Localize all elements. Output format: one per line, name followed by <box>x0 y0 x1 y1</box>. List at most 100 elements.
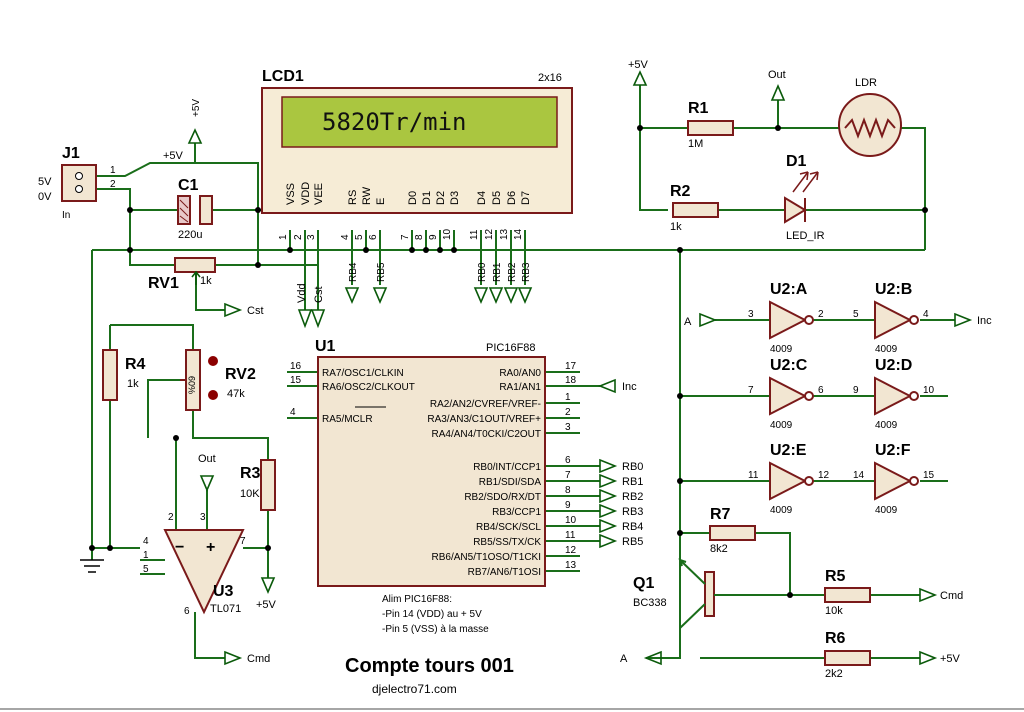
r6-value: 2k2 <box>825 668 843 680</box>
opamp-u3: − + U3 TL071 4 1 5 2 3 7 6 <box>143 512 246 617</box>
r5-value: 10k <box>825 605 843 617</box>
cmd-label-2: Cmd <box>940 590 963 602</box>
bus-arrow-icon <box>503 287 519 305</box>
gate-part: 4009 <box>770 420 793 431</box>
mcu-pin-name: RA0/AN0 <box>499 368 541 379</box>
mcu-u1: U1 PIC16F88 16RA7/OSC1/CLKIN15RA6/OSC2/C… <box>290 338 577 587</box>
u3-part: TL071 <box>210 603 241 615</box>
gate-ref: U2:C <box>770 357 808 374</box>
rb-arrow-icon <box>599 503 618 519</box>
cmd-label-1: Cmd <box>247 653 270 665</box>
j1-sub: In <box>62 210 70 221</box>
lcd-display-text: 5820Tr/min <box>322 108 467 136</box>
out-label-top: Out <box>768 69 786 81</box>
lcd-pin-number: 6 <box>368 234 379 240</box>
mcu-pin-number: 10 <box>565 515 577 526</box>
rb-label: RB3 <box>622 506 643 518</box>
gate-part: 4009 <box>875 344 898 355</box>
wires <box>91 85 955 659</box>
rv1-ref: RV1 <box>148 275 179 292</box>
rv2-wiper: %09 <box>187 376 197 394</box>
resistor-r7: R7 8k2 <box>709 506 756 555</box>
cst-label-2: Cst <box>313 287 325 304</box>
vplus-label-wire: +5V <box>163 150 184 162</box>
r3-ref: R3 <box>240 465 261 482</box>
vplus-symbol-j1: +5V +5V <box>163 99 203 162</box>
cmd-output-1: Cmd <box>224 650 270 666</box>
inc-label-gates: Inc <box>977 315 992 327</box>
connector-j1: J1 5V 0V In 1 2 <box>38 145 116 221</box>
lcd-pin-number: 12 <box>484 228 495 240</box>
u3-minus: − <box>175 539 184 556</box>
j1-label-0v: 0V <box>38 191 52 203</box>
lcd-pin-number: 3 <box>306 234 317 240</box>
bus-arrow-icon <box>488 287 504 305</box>
site-credit: djelectro71.com <box>372 682 457 696</box>
d1-type: LED_IR <box>786 230 825 242</box>
lcd-pin-number: 11 <box>469 229 480 240</box>
bus-arrow-icon <box>372 287 388 305</box>
mcu-pin-number: 18 <box>565 375 577 386</box>
lcd-pin-name: D1 <box>421 191 433 205</box>
inc-input-mcu: Inc <box>597 378 637 394</box>
diagram-title: Compte tours 001 <box>345 655 514 677</box>
mcu-pin-number: 3 <box>565 422 571 433</box>
mcu-right-pins: 17RA0/AN018RA1/AN11RA2/AN2/CVREF/VREF-2R… <box>427 361 576 578</box>
u3-pin1: 1 <box>143 550 149 561</box>
r6-ref: R6 <box>825 630 846 647</box>
a-label-1: A <box>684 316 692 328</box>
mcu-pin-name: RB3/CCP1 <box>492 507 541 518</box>
gate-ref: U2:E <box>770 442 807 459</box>
mcu-pin-number: 12 <box>565 545 577 556</box>
bus-label: RB1 <box>492 262 503 282</box>
u3-plus: + <box>206 539 215 556</box>
mcu-pin-name: RB5/SS/TX/CK <box>473 537 541 548</box>
q1-part: BC338 <box>633 597 667 609</box>
mcu-pin-number: 1 <box>565 392 571 403</box>
r3-value: 10K <box>240 488 260 500</box>
j1-ref: J1 <box>62 145 80 162</box>
r2-ref: R2 <box>670 183 691 200</box>
a-label-2: A <box>620 653 628 665</box>
gate-out-pin: 2 <box>818 309 824 320</box>
mcu-pin-name: RA4/AN4/T0CKI/C2OUT <box>432 429 541 440</box>
u3-pin3: 3 <box>200 512 206 523</box>
d1-ref: D1 <box>786 153 807 170</box>
lcd-pin-name: VSS <box>285 183 297 205</box>
lcd-pin-number: 4 <box>340 234 351 240</box>
note-line-3: -Pin 5 (VSS) à la masse <box>382 624 489 635</box>
mcu-pin-number: 2 <box>565 407 571 418</box>
mcu-pin-name: RA1/AN1 <box>499 382 541 393</box>
bus-label: RB4 <box>348 262 359 282</box>
lcd-pin-name: D6 <box>506 191 518 205</box>
gate-part: 4009 <box>875 420 898 431</box>
gate-in-pin: 5 <box>853 309 859 320</box>
mcu-pin-number: 16 <box>290 361 302 372</box>
rb-arrow-icon <box>599 488 618 504</box>
mcu-pin-number: 15 <box>290 375 302 386</box>
vplus-symbol-u3: +5V <box>256 577 277 611</box>
gate-out-pin: 6 <box>818 385 824 396</box>
gate-ref: U2:B <box>875 281 912 298</box>
out-label-opamp: Out <box>198 453 216 465</box>
bus-arrow-icon <box>517 287 533 305</box>
cst-label-1: Cst <box>247 305 264 317</box>
mcu-pin-name: RA2/AN2/CVREF/VREF- <box>430 399 541 410</box>
gate-in-pin: 14 <box>853 470 865 481</box>
rv1-value: 1k <box>200 275 212 287</box>
a-input-gates: A <box>684 312 718 328</box>
lcd-pin-number: 13 <box>499 228 510 240</box>
lcd-pin-number: 2 <box>293 234 304 240</box>
lcd-pin-name: D2 <box>435 191 447 205</box>
mcu-pin-name: RB2/SDO/RX/DT <box>464 492 541 503</box>
led-d1: D1 LED_IR <box>784 153 825 242</box>
j1-label-5v: 5V <box>38 176 52 188</box>
u1-part: PIC16F88 <box>486 342 536 354</box>
j1-pin1: 1 <box>110 165 116 176</box>
u1-ref: U1 <box>315 338 336 355</box>
